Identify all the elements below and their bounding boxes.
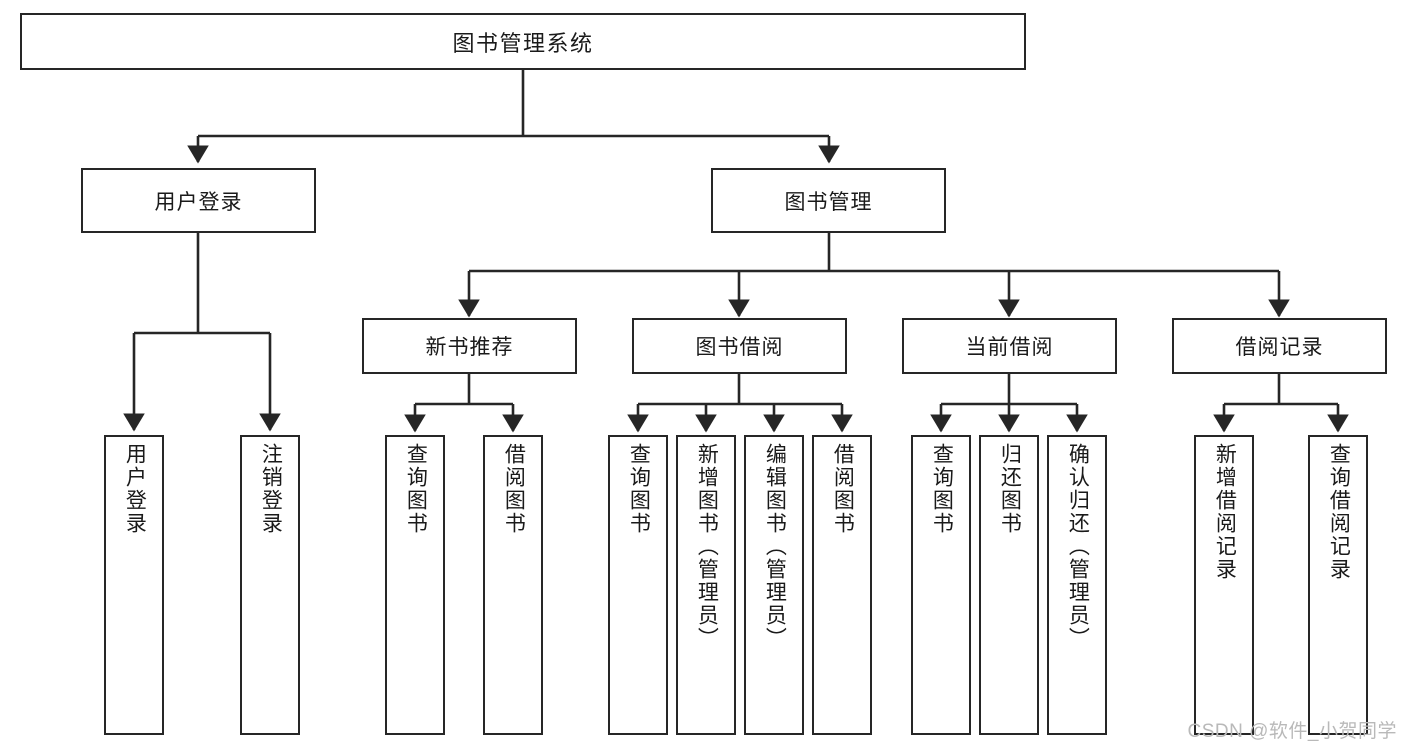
leaf-book-borrow-2[interactable]: 编辑图书（管理员） <box>744 435 804 735</box>
node-label: 新书推荐 <box>425 336 514 359</box>
leaf-book-borrow-1[interactable]: 新增图书（管理员） <box>676 435 736 735</box>
leaf-label: 查询借阅记录 <box>1327 443 1351 581</box>
node-user-login[interactable]: 用户登录 <box>81 168 316 233</box>
leaf-label: 借阅图书 <box>502 443 526 535</box>
leaf-label: 注销登录 <box>259 443 283 535</box>
node-label: 借阅记录 <box>1235 336 1324 359</box>
leaf-current-borrow-1[interactable]: 归还图书 <box>979 435 1039 735</box>
leaf-label: 确认归还（管理员） <box>1066 443 1090 650</box>
leaf-label: 查询图书 <box>930 443 954 535</box>
leaf-label: 新增借阅记录 <box>1213 443 1237 581</box>
leaf-label: 归还图书 <box>998 443 1022 535</box>
node-current-borrow[interactable]: 当前借阅 <box>902 318 1117 374</box>
leaf-label: 编辑图书（管理员） <box>763 443 787 650</box>
node-root-book-management-system[interactable]: 图书管理系统 <box>20 13 1026 70</box>
leaf-label: 查询图书 <box>404 443 428 535</box>
node-label: 当前借阅 <box>965 336 1054 359</box>
node-borrow-record[interactable]: 借阅记录 <box>1172 318 1387 374</box>
leaf-borrow-record-0[interactable]: 新增借阅记录 <box>1194 435 1254 735</box>
watermark-text: CSDN @软件_小贺同学 <box>1187 721 1397 742</box>
node-book-borrow[interactable]: 图书借阅 <box>632 318 847 374</box>
node-label: 图书管理系统 <box>452 30 594 56</box>
leaf-book-borrow-0[interactable]: 查询图书 <box>608 435 668 735</box>
node-book-management[interactable]: 图书管理 <box>711 168 946 233</box>
leaf-current-borrow-0[interactable]: 查询图书 <box>911 435 971 735</box>
leaf-user-login-1[interactable]: 注销登录 <box>240 435 300 735</box>
leaf-user-login-0[interactable]: 用户登录 <box>104 435 164 735</box>
leaf-label: 查询图书 <box>627 443 651 535</box>
node-label: 图书管理 <box>784 190 873 214</box>
leaf-current-borrow-2[interactable]: 确认归还（管理员） <box>1047 435 1107 735</box>
leaf-new-book-recommend-1[interactable]: 借阅图书 <box>483 435 543 735</box>
node-label: 用户登录 <box>154 190 243 214</box>
node-label: 图书借阅 <box>695 336 784 359</box>
leaf-book-borrow-3[interactable]: 借阅图书 <box>812 435 872 735</box>
leaf-label: 借阅图书 <box>831 443 855 535</box>
leaf-new-book-recommend-0[interactable]: 查询图书 <box>385 435 445 735</box>
node-new-book-recommend[interactable]: 新书推荐 <box>362 318 577 374</box>
leaf-label: 用户登录 <box>123 443 147 535</box>
leaf-borrow-record-1[interactable]: 查询借阅记录 <box>1308 435 1368 735</box>
leaf-label: 新增图书（管理员） <box>695 443 719 650</box>
